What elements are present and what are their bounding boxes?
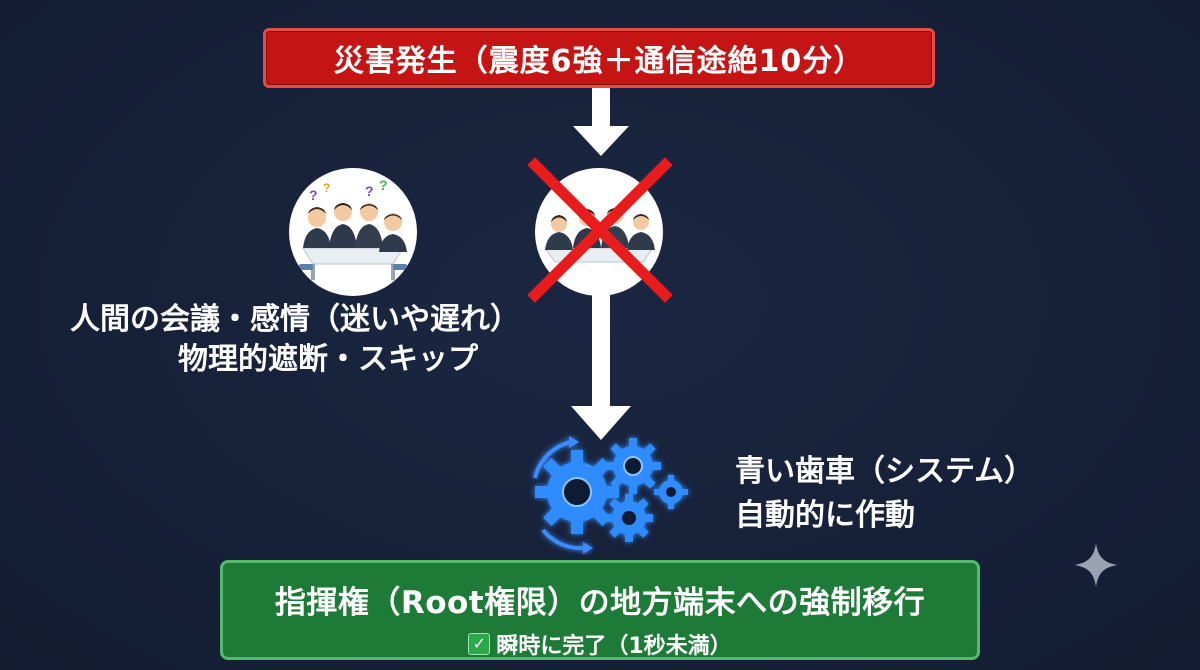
authority-transfer-box: 指揮権（Root権限）の地方端末への強制移行 ✓ 瞬時に完了（1秒未満） [220, 560, 980, 660]
svg-text:?: ? [365, 183, 374, 199]
human-meeting-line1: 人間の会議・感情（迷いや遅れ） [70, 302, 520, 337]
arrow-down-2 [571, 290, 631, 440]
human-meeting-label: 人間の会議・感情（迷いや遅れ） 物理的遮断・スキップ [70, 300, 590, 380]
svg-text:?: ? [309, 187, 318, 203]
system-gears-line1: 青い歯車（システム） [735, 454, 1035, 489]
meeting-people-icon: ? ? ? ? [299, 177, 407, 280]
svg-text:?: ? [323, 181, 330, 195]
svg-text:?: ? [379, 177, 388, 193]
check-mark-icon: ✓ [468, 633, 491, 655]
disaster-event-text: 災害発生（震度6強＋通信途絶10分） [333, 44, 865, 79]
arrow-down-1 [573, 88, 629, 156]
human-meeting-line2: 物理的遮断・スキップ [178, 342, 478, 377]
blue-gears-icon [533, 436, 688, 554]
sparkle-icon [1074, 543, 1118, 587]
system-gears-line2: 自動的に作動 [735, 498, 915, 533]
meeting-illustration: ? ? ? ? [289, 168, 417, 296]
system-gears-label: 青い歯車（システム） 自動的に作動 [735, 450, 1095, 538]
disaster-event-box: 災害発生（震度6強＋通信途絶10分） [263, 28, 935, 88]
completion-row: ✓ 瞬時に完了（1秒未満） [223, 628, 977, 660]
red-cross-icon [527, 157, 673, 303]
authority-transfer-text: 指揮権（Root権限）の地方端末への強制移行 [274, 585, 926, 621]
completion-text: 瞬時に完了（1秒未満） [496, 634, 732, 659]
